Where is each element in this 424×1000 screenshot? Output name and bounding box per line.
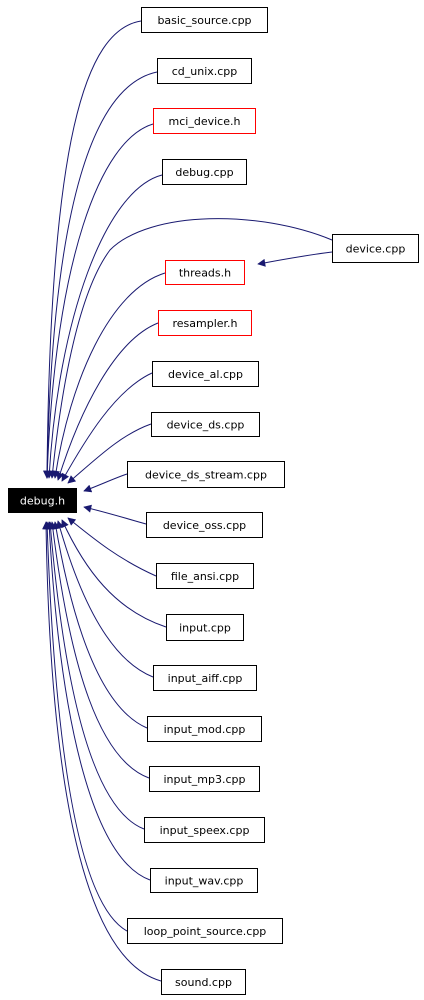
edge-n02-to-root	[43, 71, 158, 479]
graph-node-label: input_mod.cpp	[164, 723, 246, 736]
graph-node[interactable]: input_aiff.cpp	[153, 665, 257, 691]
graph-node-box	[151, 412, 260, 437]
graph-node[interactable]: device_ds_stream.cpp	[127, 461, 285, 488]
graph-node-box	[127, 461, 285, 488]
edge-n05-to-n06	[257, 251, 333, 267]
graph-node[interactable]: mci_device.h	[153, 108, 256, 134]
edge-n01-to-root	[43, 20, 142, 479]
graph-node-box	[127, 918, 283, 944]
edge-n16-to-root	[48, 521, 150, 779]
edge-n09-to-root	[67, 423, 152, 484]
graph-node-box	[153, 108, 256, 134]
graph-node-box	[149, 766, 260, 792]
graph-node-label: input_aiff.cpp	[168, 672, 243, 685]
graph-node-label: cd_unix.cpp	[172, 65, 238, 78]
edge-n13-to-root	[61, 519, 167, 628]
graph-node-label: mci_device.h	[169, 115, 241, 128]
nodes-layer: basic_source.cpp cd_unix.cpp mci_device.hd…	[8, 7, 419, 995]
graph-node-box	[157, 58, 252, 84]
root-node-label: debug.h	[20, 495, 65, 508]
edge-n11-to-root	[83, 504, 147, 525]
graph-node-label: device.cpp	[346, 243, 406, 256]
edge-n04-to-root	[45, 174, 163, 479]
graph-node-box	[146, 512, 263, 538]
graph-node-label: input.cpp	[179, 622, 231, 635]
graph-node-label: file_ansi.cpp	[171, 570, 239, 583]
graph-node-label: resampler.h	[172, 317, 237, 330]
edge-n15-to-root	[52, 521, 148, 729]
graph-node-box	[152, 361, 259, 387]
graph-node[interactable]: device_ds.cpp	[151, 412, 260, 437]
edge-n17-to-root	[46, 521, 145, 830]
graph-node[interactable]: debug.cpp	[162, 159, 247, 185]
graph-node-label: input_speex.cpp	[160, 824, 250, 837]
edge-n12-to-root	[67, 517, 157, 577]
edge-n10-to-root	[83, 473, 128, 493]
graph-node[interactable]: cd_unix.cpp	[157, 58, 252, 84]
edge-n07-to-root	[56, 322, 159, 481]
graph-node-box	[165, 260, 245, 285]
graph-node-box	[162, 159, 247, 185]
edges-layer	[42, 20, 333, 982]
graph-node[interactable]: input.cpp	[166, 614, 244, 641]
graph-node-label: sound.cpp	[175, 976, 232, 989]
graph-node-label: device_ds.cpp	[167, 419, 245, 432]
graph-node-label: loop_point_source.cpp	[144, 925, 267, 938]
edge-n18-to-root	[45, 521, 151, 881]
graph-node-box	[153, 665, 257, 691]
graph-node[interactable]: input_mp3.cpp	[149, 766, 260, 792]
graph-node-box	[332, 234, 419, 263]
graph-node[interactable]: device.cpp	[332, 234, 419, 263]
root-node-debug-h: debug.h	[8, 488, 77, 513]
graph-node-label: device_oss.cpp	[163, 519, 246, 532]
edge-n14-to-root	[56, 520, 154, 678]
graph-node[interactable]: input_wav.cpp	[150, 868, 258, 893]
graph-node-label: device_ds_stream.cpp	[145, 469, 267, 482]
graph-node-box	[166, 614, 244, 641]
root-node-box	[8, 488, 77, 513]
graph-node[interactable]: sound.cpp	[161, 969, 246, 995]
graph-node-label: device_al.cpp	[168, 368, 243, 381]
graph-node-box	[161, 969, 246, 995]
edge-n08-to-root	[61, 372, 153, 482]
edge-n19-to-root	[43, 521, 128, 932]
graph-node-label: debug.cpp	[175, 166, 233, 179]
graph-node-box	[147, 716, 262, 742]
graph-node[interactable]: loop_point_source.cpp	[127, 918, 283, 944]
graph-node-box	[150, 868, 258, 893]
graph-node-label: input_mp3.cpp	[163, 773, 245, 786]
edge-n06-to-root	[52, 272, 166, 479]
edge-n05-to-root	[48, 218, 333, 479]
graph-node[interactable]: device_al.cpp	[152, 361, 259, 387]
edge-n20-to-root	[42, 521, 162, 982]
graph-node[interactable]: device_oss.cpp	[146, 512, 263, 538]
graph-node-box	[158, 310, 252, 336]
graph-node-label: basic_source.cpp	[157, 14, 251, 27]
graph-node-label: threads.h	[179, 267, 231, 280]
graph-node-label: input_wav.cpp	[165, 875, 244, 888]
graph-node-box	[141, 7, 268, 33]
graph-node-box	[144, 817, 265, 843]
graph-node[interactable]: threads.h	[165, 260, 245, 285]
graph-node[interactable]: input_speex.cpp	[144, 817, 265, 843]
edge-n03-to-root	[43, 123, 154, 479]
graph-node[interactable]: basic_source.cpp	[141, 7, 268, 33]
graph-node[interactable]: input_mod.cpp	[147, 716, 262, 742]
graph-node-box	[156, 563, 254, 589]
graph-node[interactable]: resampler.h	[158, 310, 252, 336]
graph-node[interactable]: file_ansi.cpp	[156, 563, 254, 589]
